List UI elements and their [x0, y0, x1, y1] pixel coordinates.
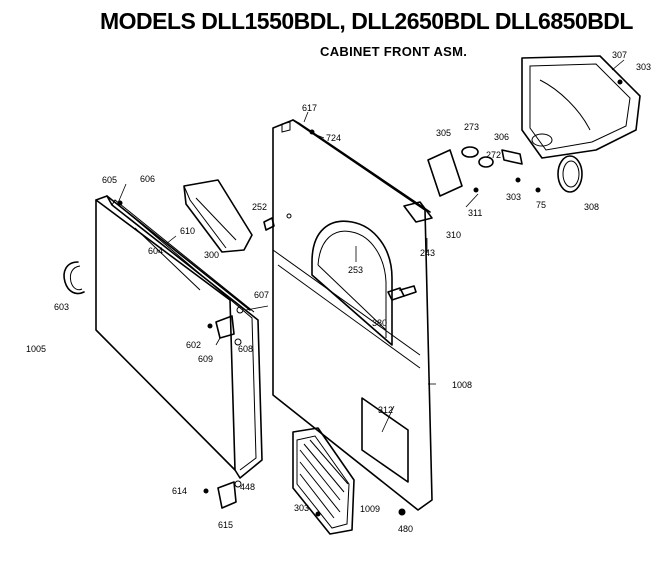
drum-support-duct: [521, 55, 641, 159]
diagram-subtitle: CABINET FRONT ASM.: [320, 44, 468, 59]
callout-label: 609: [198, 354, 213, 364]
callout-label: 1005: [26, 344, 46, 354]
callout-label: 306: [494, 132, 509, 142]
lower-hinge: [203, 480, 242, 509]
callout-label: 308: [584, 202, 599, 212]
screw: [315, 511, 321, 517]
callout-labels: 605 606 610 604 603 1005 602 609 608 607…: [26, 50, 651, 534]
screw: [515, 177, 521, 183]
callout-label: 480: [398, 524, 413, 534]
sensor-bracket: [501, 149, 523, 165]
callout-label: 253: [348, 265, 363, 275]
callout-label: 303: [506, 192, 521, 202]
callout-label: 608: [238, 344, 253, 354]
callout-label: 303: [636, 62, 651, 72]
thermostat: [461, 146, 494, 168]
callout-label: 273: [464, 122, 479, 132]
callout-label: 310: [446, 230, 461, 240]
callout-label: 311: [468, 208, 482, 218]
leader-lines: [117, 59, 625, 433]
callout-label: 607: [254, 290, 269, 300]
callout-label: 605: [102, 175, 117, 185]
callout-label: 610: [180, 226, 195, 236]
callout-label: 307: [612, 50, 627, 60]
callout-label: 272: [486, 150, 501, 160]
callout-label: 303: [294, 503, 309, 513]
callout-label: 606: [140, 174, 155, 184]
callout-label: 615: [218, 520, 233, 530]
toe-kick-grille: [292, 427, 355, 535]
door-gasket: [63, 261, 85, 295]
clip: [263, 217, 275, 231]
callout-label: 300: [204, 250, 219, 260]
callout-label: 603: [54, 302, 69, 312]
callout-label: 602: [186, 340, 201, 350]
door-latch-parts: [207, 306, 244, 346]
callout-label: 380: [372, 318, 387, 328]
callout-label: 1008: [452, 380, 472, 390]
screw: [535, 187, 541, 193]
lint-filter-housing: [183, 179, 253, 253]
callout-label: 252: [252, 202, 267, 212]
callout-label: 724: [326, 133, 341, 143]
callout-label: 448: [240, 482, 255, 492]
page-title: MODELS DLL1550BDL, DLL2650BDL DLL6850BDL: [100, 8, 633, 34]
callout-label: 312: [378, 405, 393, 415]
callout-label: 75: [536, 200, 546, 210]
light-assembly: [403, 201, 433, 223]
screw: [617, 79, 623, 85]
callout-label: 243: [420, 248, 435, 258]
drum-seal-ring: [557, 155, 583, 193]
control-bracket: [427, 149, 463, 197]
door-switch: [387, 285, 417, 301]
callout-label: 305: [436, 128, 451, 138]
callout-label: 614: [172, 486, 187, 496]
callout-label: 1009: [360, 504, 380, 514]
cabinet-front-panel: [272, 119, 433, 511]
screw: [398, 508, 406, 516]
callout-label: 617: [302, 103, 317, 113]
screw: [309, 129, 315, 135]
screw: [473, 187, 479, 193]
door-panel: [95, 195, 263, 479]
callout-label: 604: [148, 246, 163, 256]
